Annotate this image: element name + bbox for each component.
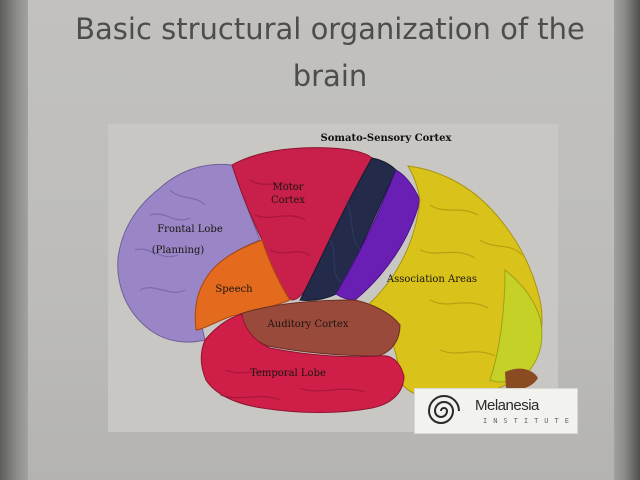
label-association-areas: Association Areas <box>386 274 477 285</box>
label-frontal-lobe-line-2: (Planning) <box>152 245 205 256</box>
label-somato-sensory-cortex: Somato-Sensory Cortex <box>321 133 453 144</box>
watermark-name: Melanesia <box>475 397 539 414</box>
label-motor-line-2: Cortex <box>271 195 305 206</box>
cerebellum-region <box>505 368 538 390</box>
label-auditory-cortex: Auditory Cortex <box>267 319 349 330</box>
gyri-texture <box>134 179 523 401</box>
slide-title: Basic structural organization of the bra… <box>40 6 620 100</box>
watermark-subtitle: INSTITUTE <box>483 417 575 425</box>
label-motor-line-1: Motor <box>272 182 303 193</box>
temporal-lobe-region <box>200 313 405 413</box>
spiral-icon <box>427 395 460 424</box>
label-speech: Speech <box>215 284 253 295</box>
title-line-1: Basic structural organization of the <box>75 12 585 46</box>
watermark-logo: Melanesia INSTITUTE <box>414 388 578 434</box>
label-temporal-lobe: Temporal Lobe <box>250 368 326 379</box>
label-frontal-lobe-line-1: Frontal Lobe <box>157 224 223 235</box>
auditory-cortex-region <box>239 299 401 357</box>
frontal-lobe-region <box>117 163 261 343</box>
title-line-2: brain <box>292 59 368 93</box>
